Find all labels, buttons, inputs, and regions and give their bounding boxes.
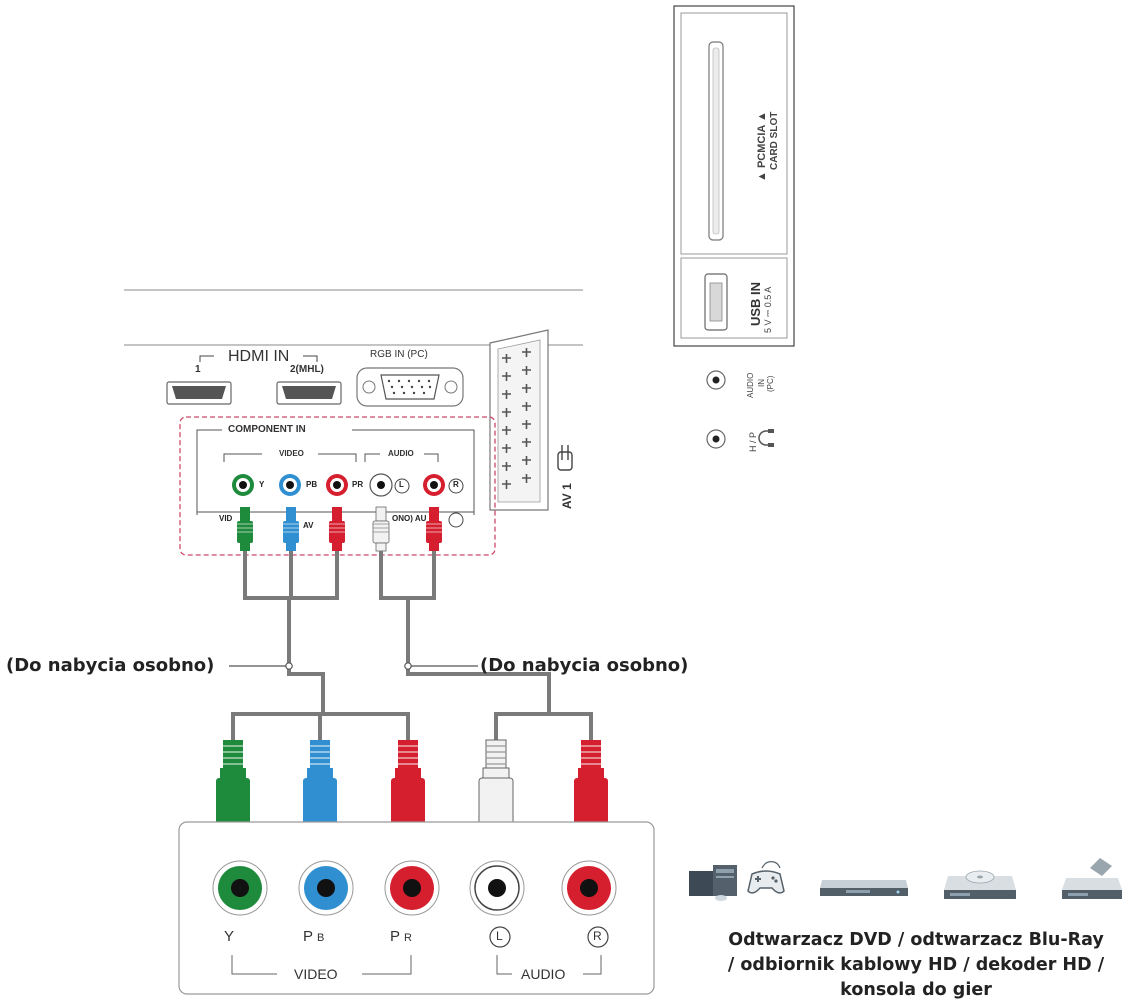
panel-jack-y [232,474,254,496]
pcmcia-label-2: CARD SLOT [769,111,780,170]
panel-jack-pr [326,474,348,496]
callout-right: (Do nabycia osobno) [480,655,689,676]
pb-main: P [303,928,314,945]
pc-icon [689,865,737,901]
device-audio-label: AUDIO [521,966,566,982]
pb-sub: B [317,932,325,944]
device-label-r: R [593,929,602,943]
partial-mono-label: ONO) AU [392,514,427,523]
pcmcia-label-1: ▲ PCMCIA ▲ [756,111,768,182]
scart-port [489,329,549,511]
side-panel [673,5,795,449]
dvd-player-icon [820,880,908,896]
jack-r-label: R [453,480,459,489]
device-jack-y [212,860,268,916]
set-top-box-icon [1062,858,1122,899]
usb-label: USB IN [748,281,763,326]
rear-panel [124,289,583,556]
device-jack-r [561,860,617,916]
caption-line-2: / odbiornik kablowy HD / dekoder HD / [727,955,1105,975]
small-plug-r [426,507,442,551]
hdmi-2-label: 2(MHL) [290,364,324,375]
device-jack-l [469,860,525,916]
partial-vid-label: VID [219,514,233,523]
small-plug-pr [329,507,345,551]
caption-line-3: konsola do gier [840,980,992,1000]
headphone-icon [758,429,774,447]
hdmi-1-label: 1 [195,364,201,375]
hp-label: H / P [748,431,758,452]
cables [231,551,593,745]
usb-rating: 5 V ⎓ 0.5 A [763,286,773,333]
av1-label: AV 1 [560,483,574,509]
hdmi-title: HDMI IN [228,348,290,365]
panel-jack-pb [279,474,301,496]
callout-leaders [229,662,478,670]
device-jack-pb [298,860,354,916]
scart-symbol-icon [557,445,573,471]
rgb-title: RGB IN (PC) [370,349,428,360]
audio-group-label: AUDIO [388,449,414,458]
callout-left: (Do nabycia osobno) [6,655,215,676]
jack-l-label: L [399,480,404,489]
jack-y-label: Y [259,480,265,489]
component-title: COMPONENT IN [228,424,306,435]
hdmi-port-1 [166,381,232,405]
gamepad-icon [747,861,785,894]
device-jack-pr [384,860,440,916]
bluray-player-icon [944,870,1016,899]
jack-pr-label: PR [352,480,364,489]
panel-jack-l [369,473,410,497]
hdmi-port-2 [276,381,342,405]
small-plug-pb [283,507,299,551]
small-plug-y [237,507,253,551]
panel-jack-r [423,474,464,528]
audio-in-label-1: AUDIO [746,372,755,398]
audio-in-label-2: IN [757,379,766,387]
pr-sub: R [404,932,412,944]
jack-pb-label: PB [306,480,318,489]
device-label-l: L [496,929,503,943]
video-group-label: VIDEO [279,449,304,458]
rgb-port [356,367,464,407]
device-label-y: Y [224,928,235,945]
caption-line-1: Odtwarzacz DVD / odtwarzacz Blu-Ray [728,930,1104,950]
pr-main: P [390,928,401,945]
device-video-label: VIDEO [294,966,338,982]
device-caption: Odtwarzacz DVD / odtwarzacz Blu-Ray / od… [700,928,1132,1003]
small-plug-l [372,506,390,552]
partial-av-label: AV [303,521,314,530]
device-panel [178,821,655,995]
audio-in-label-3: (PC) [766,375,775,392]
